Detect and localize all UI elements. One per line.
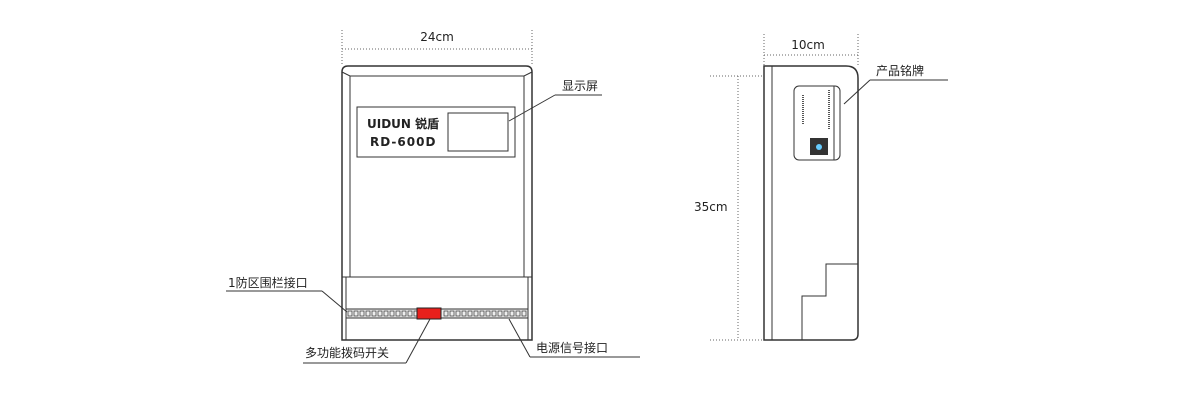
brand-logo: UIDUN 锐盾 xyxy=(367,116,439,131)
callout-display: 显示屏 xyxy=(562,79,598,93)
terminal-screw xyxy=(473,310,479,317)
terminal-screw xyxy=(377,310,383,317)
display-screen xyxy=(447,112,509,152)
callout-power-port: 电源信号接口 xyxy=(536,340,608,355)
side-height-label: 35cm xyxy=(694,200,728,214)
terminal-screw xyxy=(443,310,449,317)
terminal-screw xyxy=(383,310,389,317)
side-device xyxy=(763,65,859,341)
terminal-screw xyxy=(455,310,461,317)
terminal-screw xyxy=(479,310,485,317)
callout-dip-switch: 多功能拨码开关 xyxy=(305,346,389,360)
dip-switch xyxy=(416,307,442,320)
terminal-screw xyxy=(491,310,497,317)
terminal-screw xyxy=(503,310,509,317)
terminal-screw xyxy=(521,310,527,317)
side-width-label: 10cm xyxy=(791,38,825,52)
terminal-screw xyxy=(353,310,359,317)
terminal-screw xyxy=(485,310,491,317)
callout-zone-port: 1防区围栏接口 xyxy=(228,275,308,290)
terminal-screw xyxy=(359,310,365,317)
terminal-screw xyxy=(401,310,407,317)
terminal-screw xyxy=(365,310,371,317)
callout-nameplate: 产品铭牌 xyxy=(876,63,924,78)
front-device: UIDUN 锐盾 RD-600D xyxy=(341,65,533,341)
terminal-screw xyxy=(509,310,515,317)
front-width-dimension: 24cm xyxy=(341,30,533,66)
terminal-screw xyxy=(449,310,455,317)
front-width-label: 24cm xyxy=(420,30,454,44)
terminal-screw xyxy=(497,310,503,317)
terminal-screw xyxy=(371,310,377,317)
terminal-screw xyxy=(389,310,395,317)
side-height-dimension: 35cm xyxy=(694,75,764,341)
terminal-screw xyxy=(515,310,521,317)
terminal-screw xyxy=(461,310,467,317)
terminal-screw xyxy=(467,310,473,317)
terminal-screw xyxy=(347,310,353,317)
model-label: RD-600D xyxy=(370,135,436,149)
terminal-screw xyxy=(395,310,401,317)
terminal-screw xyxy=(407,310,413,317)
side-width-dimension: 10cm xyxy=(763,34,859,66)
